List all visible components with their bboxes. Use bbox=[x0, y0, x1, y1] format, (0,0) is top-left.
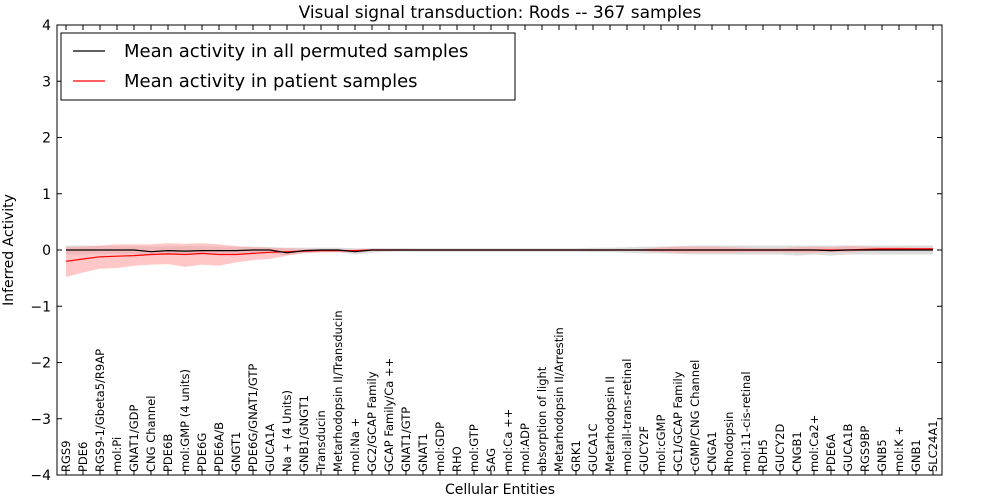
x-tick-label: CNGB1 bbox=[790, 431, 804, 472]
x-tick-label: mol:ADP bbox=[518, 423, 532, 472]
x-tick-label: GNGT1 bbox=[229, 432, 243, 472]
x-tick-label: absorption of light bbox=[535, 366, 549, 472]
x-tick-label: PDE6 bbox=[76, 442, 90, 472]
x-axis-title: Cellular Entities bbox=[445, 482, 555, 498]
x-tick-label: GCAP Family/Ca ++ bbox=[382, 358, 396, 472]
x-tick-label: GUCY2F bbox=[637, 426, 651, 472]
y-tick-label: −2 bbox=[30, 356, 51, 372]
x-tick-label: Na + (4 Units) bbox=[280, 390, 294, 472]
y-axis-title: Inferred Activity bbox=[1, 194, 17, 306]
x-tick-label: GNAT1/GDP bbox=[127, 405, 141, 472]
x-tick-label: mol:11-cis-retinal bbox=[739, 371, 753, 472]
x-tick-label: PDE6G/GNAT1/GTP bbox=[246, 364, 260, 472]
x-tick-label: GNB5 bbox=[875, 439, 889, 472]
x-tick-label: Rhodopsin bbox=[722, 412, 736, 472]
x-tick-label: cGMP/CNG Channel bbox=[688, 360, 702, 472]
x-tick-label: RGS9-1/Gbeta5/R9AP bbox=[93, 349, 107, 472]
x-tick-label: mol:Na + bbox=[348, 418, 362, 472]
x-tick-label: GUCY2D bbox=[773, 424, 787, 472]
x-tick-label: mol:all-trans-retinal bbox=[620, 359, 634, 472]
x-tick-label: GRK1 bbox=[569, 440, 583, 472]
x-tick-label: CNGA1 bbox=[705, 431, 719, 472]
x-tick-label: SAG bbox=[484, 448, 498, 472]
x-tick-label: PDE6B bbox=[161, 434, 175, 472]
x-tick-label: mol:Pi bbox=[110, 437, 124, 472]
x-tick-label: GUCA1C bbox=[586, 423, 600, 472]
x-tick-label: GNAT1 bbox=[416, 433, 430, 472]
y-tick-label: −3 bbox=[30, 412, 51, 428]
x-tick-label: GC2/GCAP Family bbox=[365, 371, 379, 472]
x-tick-label: mol:GTP bbox=[467, 424, 481, 472]
y-tick-label: 0 bbox=[42, 243, 51, 259]
legend-box bbox=[60, 32, 516, 101]
x-tick-label: RHO bbox=[450, 446, 464, 472]
x-tick-label: PDE6A bbox=[824, 434, 838, 472]
y-axis: 4 3 2 1 0 −1 −2 −3 −4 bbox=[30, 18, 942, 484]
x-tick-label: mol:GDP bbox=[433, 422, 447, 472]
x-tick-label: mol:GMP (4 units) bbox=[178, 369, 192, 472]
series-lines bbox=[65, 248, 933, 262]
legend-label-patient: Mean activity in patient samples bbox=[124, 71, 418, 92]
y-tick-label: 1 bbox=[42, 187, 51, 203]
x-tick-label: Metarhodopsin II/Transducin bbox=[331, 310, 345, 472]
x-tick-label: GC1/GCAP Family bbox=[671, 371, 685, 472]
legend: Mean activity in all permuted samples Me… bbox=[60, 32, 516, 101]
x-tick-label: RDH5 bbox=[756, 439, 770, 472]
x-tick-label: Metarhodopsin II bbox=[603, 376, 617, 472]
x-tick-label: GUCA1B bbox=[841, 423, 855, 472]
x-tick-label: mol:Ca2+ bbox=[807, 415, 821, 472]
y-tick-label: 3 bbox=[42, 74, 51, 90]
x-tick-label: mol:K + bbox=[892, 426, 906, 472]
x-tick-label: SLC24A1 bbox=[926, 420, 940, 472]
x-tick-label: Metarhodopsin II/Arrestin bbox=[552, 327, 566, 472]
y-tick-label: 2 bbox=[42, 131, 51, 147]
x-tick-label: RGS9BP bbox=[858, 426, 872, 472]
x-tick-label: mol:cGMP bbox=[654, 415, 668, 472]
chart-title: Visual signal transduction: Rods -- 367 … bbox=[299, 3, 702, 23]
x-tick-label: GNAT1/GTP bbox=[399, 407, 413, 472]
y-tick-label: −4 bbox=[30, 468, 51, 484]
x-tick-label: GUCA1A bbox=[263, 423, 277, 472]
y-tick-label: −1 bbox=[30, 299, 51, 315]
x-tick-label: PDE6A/B bbox=[212, 422, 226, 472]
x-tick-label: PDE6G bbox=[195, 433, 209, 472]
x-tick-label: GNB1/GNGT1 bbox=[297, 395, 311, 472]
x-tick-label: RGS9 bbox=[59, 440, 73, 472]
y-tick-label: 4 bbox=[42, 18, 51, 34]
x-tick-label: GNB1 bbox=[909, 439, 923, 472]
x-tick-label: CNG Channel bbox=[144, 396, 158, 472]
x-tick-label: mol:Ca ++ bbox=[501, 409, 515, 472]
legend-label-permuted: Mean activity in all permuted samples bbox=[124, 41, 468, 62]
x-tick-label: Transducin bbox=[314, 410, 328, 473]
line-permuted bbox=[66, 249, 933, 254]
